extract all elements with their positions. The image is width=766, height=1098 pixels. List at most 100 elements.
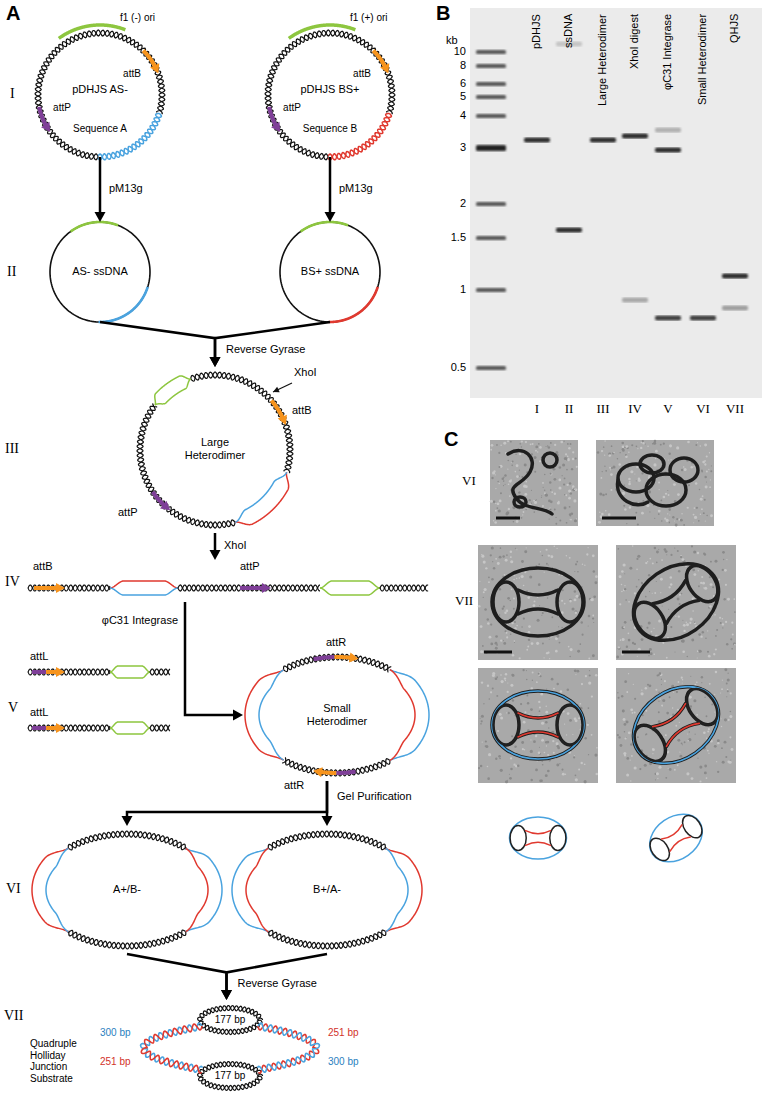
strand-trace [680,560,724,608]
step-label: XhoI [224,539,247,551]
em-grain [670,583,672,585]
em-grain [501,680,504,683]
arrow-head [95,212,106,222]
em-grain [646,627,648,629]
em-grain [536,642,539,645]
ssdna-strand [46,848,68,932]
em-grain [647,561,648,562]
arrow-line [215,322,330,359]
em-grain [628,639,631,642]
em-grain [710,561,712,563]
leader-head [273,387,280,392]
em-grain [539,747,540,748]
em-grain [681,513,682,514]
em-grain [513,598,515,600]
em-grain [630,759,631,760]
em-grain [529,713,530,714]
em-grain [653,463,656,466]
em-grain [636,569,638,571]
em-grain [496,507,498,509]
em-grain [592,617,594,619]
ssdna-strand [235,472,287,522]
em-grain [519,475,520,476]
ssdna-strand [32,848,68,932]
em-grain [512,460,514,462]
em-grain [605,470,607,472]
lane-numeral: IV [628,402,642,416]
node-text: pDHJS AS- [72,83,128,96]
em-grain [530,750,533,753]
em-grain [490,449,492,451]
strand-trace [493,705,519,745]
em-grain [592,654,595,657]
em-grain [687,441,690,444]
gel-band [556,228,582,233]
em-grain [541,495,542,496]
em-grain [729,736,731,738]
em-grain [679,603,681,605]
em-grain [708,655,711,658]
em-grain [510,441,512,443]
em-grain [652,562,654,564]
strand-trace [646,835,673,865]
em-grain [503,485,504,486]
em-grain [559,520,561,522]
strand-trace [518,609,558,614]
em-grain [521,741,524,744]
heterodimer-node: Large Heterodimer [132,367,298,533]
em-grain [575,774,577,776]
em-grain [664,680,666,682]
em-grain [499,713,502,716]
em-grain [509,480,512,483]
em-grain [589,670,590,671]
dna-strand [269,931,386,949]
em-grain [727,679,730,682]
em-grain [647,446,649,448]
dna-strand [35,30,165,160]
em-grain [686,623,689,626]
node-text: Sequence B [303,123,358,135]
em-grain [571,512,574,515]
em-grain [693,514,695,516]
em-grain [540,693,543,696]
em-grain [594,581,597,584]
em-grain [648,622,651,625]
em-grain [624,508,626,510]
site-label: attL [30,706,48,718]
em-grain [575,611,578,614]
ssdna-strand [186,848,208,931]
em-grain [567,443,569,445]
em-grain [714,614,716,616]
em-grain [556,548,557,549]
em-grain [563,441,564,442]
em-grain [655,450,658,453]
em-grain [544,571,545,572]
em-grain [691,777,694,780]
lane-label: pDHJS [530,14,542,49]
em-grain [674,769,676,771]
em-grain [684,468,687,471]
em-grain [721,688,723,690]
em-grain [706,777,708,779]
molecule [619,671,733,779]
em-grain [499,499,502,502]
em-grain [730,692,732,694]
dna-strand [258,1024,319,1073]
em-grain [510,684,513,687]
strand-trace [518,713,558,718]
em-grain [541,761,543,763]
em-grain [505,559,508,562]
em-grain [562,475,563,476]
strand-trace [680,683,724,731]
em-grain [542,764,544,766]
em-grain [618,548,620,550]
dna-strand [284,654,389,672]
ssdna-strand [245,670,284,760]
em-grain [488,581,490,583]
em-grain [660,592,661,593]
em-grain [485,745,488,748]
dna-strand [137,406,235,528]
em-grain [505,673,507,675]
em-grain [554,493,556,495]
em-grain [524,550,527,553]
